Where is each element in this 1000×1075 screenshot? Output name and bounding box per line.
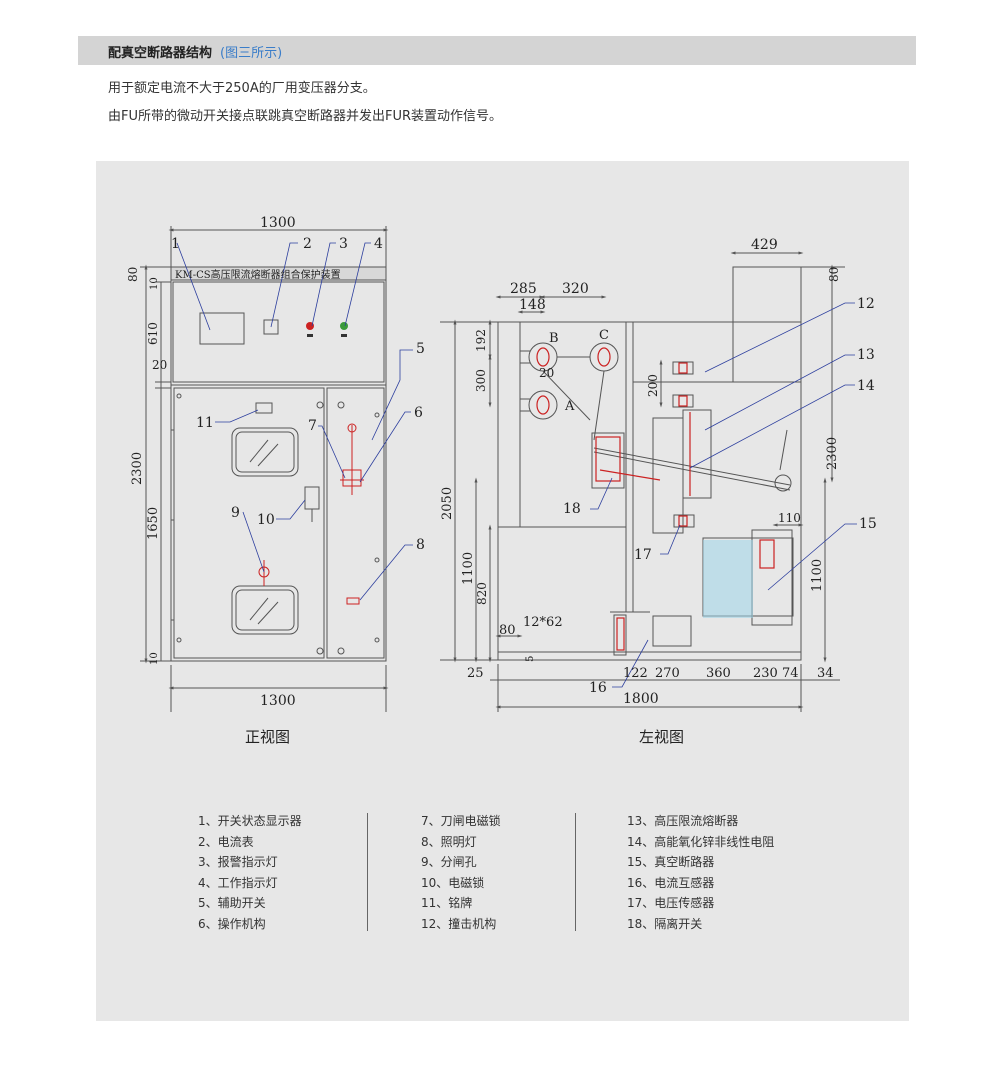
side-dim-80-right: 80: [827, 267, 841, 282]
callout-7: 7: [308, 418, 317, 434]
front-dim-width-top: 1300: [260, 215, 296, 231]
callout-9: 9: [231, 505, 240, 521]
side-dim-148: 148: [519, 297, 546, 313]
callout-14: 14: [857, 378, 875, 394]
side-dim-230: 230: [753, 666, 778, 681]
side-view-caption: 左视图: [639, 728, 685, 746]
legend-item: 8、照明灯: [421, 834, 477, 849]
side-view-red-parts: [536, 347, 775, 651]
callout-6: 6: [414, 405, 423, 421]
legend-item: 1、开关状态显示器: [198, 814, 302, 828]
side-dim-110: 110: [778, 511, 801, 525]
alarm-indicator-lamp: [306, 322, 314, 330]
side-view: [440, 251, 845, 712]
drawing-panel: [96, 161, 909, 1021]
front-view-caption: 正视图: [245, 728, 291, 746]
side-dim-80-bottom: 80: [499, 623, 516, 638]
side-dim-12x62: 12*62: [523, 615, 563, 630]
legend-item: 15、真空断路器: [627, 855, 715, 869]
legend-column-2: 7、刀闸电磁锁 8、照明灯 9、分闸孔 10、电磁锁 11、铭牌 12、撞击机构: [421, 811, 501, 934]
side-callout-leaders: [590, 302, 857, 688]
legend-item: 4、工作指示灯: [198, 875, 278, 890]
front-dim-20: 20: [152, 358, 167, 372]
callout-1: 1: [171, 236, 180, 252]
callout-13: 13: [857, 347, 875, 363]
legend-divider: [367, 813, 368, 931]
front-dim-610: 610: [146, 322, 160, 345]
callout-2: 2: [303, 236, 312, 252]
side-dim-122: 122: [623, 666, 648, 681]
front-dim-10-bottom: 10: [149, 652, 160, 665]
legend-item: 18、隔离开关: [627, 916, 703, 931]
legend-item: 6、操作机构: [198, 916, 266, 931]
legend-item: 9、分闸孔: [421, 855, 477, 869]
legend-column-1: 1、开关状态显示器 2、电流表 3、报警指示灯 4、工作指示灯 5、辅助开关 6…: [198, 811, 302, 934]
callout-8: 8: [416, 537, 425, 553]
side-dim-34: 34: [817, 666, 834, 681]
side-dim-429: 429: [751, 237, 778, 253]
section-title-note: (图三所示): [220, 46, 283, 61]
callout-5: 5: [416, 341, 425, 357]
side-dim-820: 820: [475, 582, 489, 605]
front-nameplate-label: KM-CS高压限流熔断器组合保护装置: [175, 268, 341, 281]
legend-item: 7、刀闸电磁锁: [421, 814, 501, 828]
legend-item: 11、铭牌: [421, 896, 473, 910]
side-dim-1800: 1800: [623, 691, 659, 707]
callout-17: 17: [634, 547, 652, 563]
callout-15: 15: [859, 516, 877, 532]
front-view: [140, 226, 389, 712]
front-dim-80: 80: [126, 267, 140, 282]
front-dim-2300: 2300: [130, 452, 145, 485]
side-dim-2300: 2300: [825, 437, 840, 470]
side-dim-270: 270: [655, 666, 680, 681]
description-line-2: 由FU所带的微动开关接点联跳真空断路器并发出FUR装置动作信号。: [108, 109, 503, 124]
side-dim-360: 360: [706, 666, 731, 681]
side-dim-25: 25: [467, 666, 484, 681]
section-title-text: 配真空断路器结构: [108, 46, 213, 61]
side-dim-20: 20: [539, 366, 554, 380]
side-dim-1100-right: 1100: [810, 559, 825, 592]
side-dim-2050: 2050: [440, 487, 455, 520]
phase-label-a: A: [564, 399, 575, 414]
front-dim-10-top: 10: [149, 277, 160, 290]
callout-3: 3: [339, 236, 348, 252]
breaker-highlight: [703, 540, 753, 618]
legend-item: 13、高压限流熔断器: [627, 814, 739, 828]
side-dim-285: 285: [510, 281, 537, 297]
side-dim-320: 320: [562, 281, 589, 297]
legend-item: 17、电压传感器: [627, 896, 715, 910]
callout-4: 4: [374, 236, 383, 252]
legend-column-3: 13、高压限流熔断器 14、高能氧化锌非线性电阻 15、真空断路器 16、电流互…: [627, 811, 774, 934]
side-dim-200: 200: [646, 374, 660, 397]
callout-16: 16: [589, 680, 607, 696]
side-dim-192: 192: [474, 329, 488, 352]
work-indicator-lamp: [340, 322, 348, 330]
section-header-bar: 配真空断路器结构 (图三所示): [78, 36, 916, 65]
front-dim-width-bottom: 1300: [260, 693, 296, 709]
callout-12: 12: [857, 296, 875, 312]
callout-10: 10: [257, 512, 275, 528]
legend-item: 14、高能氧化锌非线性电阻: [627, 834, 775, 849]
side-dim-5: 5: [525, 656, 536, 662]
phase-label-b: B: [549, 331, 559, 346]
front-callout-leaders: [176, 242, 413, 601]
side-dim-1100-left: 1100: [461, 552, 476, 585]
phase-label-c: C: [599, 328, 609, 343]
legend-item: 12、撞击机构: [421, 916, 497, 931]
description-line-1: 用于额定电流不大于250A的厂用变压器分支。: [108, 81, 376, 96]
callout-18: 18: [563, 501, 581, 517]
callout-11: 11: [196, 415, 214, 431]
legend-item: 10、电磁锁: [421, 875, 485, 890]
legend-divider: [575, 813, 576, 931]
legend-item: 3、报警指示灯: [198, 855, 278, 869]
side-dim-74: 74: [782, 666, 799, 681]
front-dim-1650: 1650: [146, 507, 161, 540]
legend-item: 2、电流表: [198, 834, 254, 849]
section-title: 配真空断路器结构 (图三所示): [108, 42, 282, 61]
legend-item: 5、辅助开关: [198, 896, 266, 910]
legend-item: 16、电流互感器: [627, 875, 715, 890]
side-dim-300: 300: [474, 369, 488, 392]
